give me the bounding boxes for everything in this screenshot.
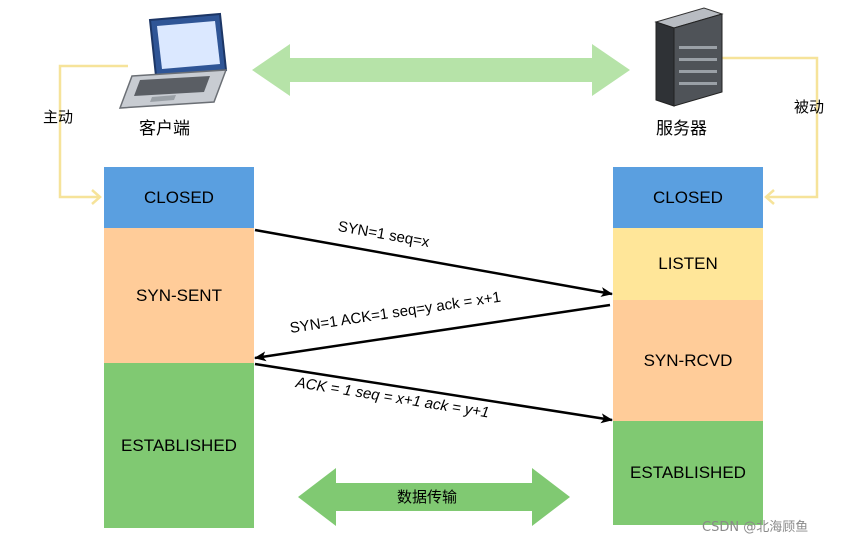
message-arrow-1 bbox=[254, 228, 613, 297]
client-initiation-label: 主动 bbox=[43, 108, 74, 126]
laptop-icon bbox=[118, 12, 228, 109]
watermark: CSDN @北海顾鱼 bbox=[702, 520, 809, 535]
client-label: 客户端 bbox=[139, 119, 190, 139]
server-initiation-label: 被动 bbox=[794, 98, 825, 116]
server-state-established: ESTABLISHED bbox=[613, 421, 763, 525]
server-state-closed: CLOSED bbox=[613, 167, 763, 228]
message-arrow-3 bbox=[254, 362, 613, 424]
data-transfer-label: 数据传输 bbox=[397, 488, 458, 506]
client-initiation-connector bbox=[58, 64, 128, 199]
client-state-syn-sent: SYN-SENT bbox=[104, 228, 254, 363]
server-label: 服务器 bbox=[656, 119, 707, 139]
client-connector-arrowhead bbox=[91, 189, 102, 205]
client-state-closed: CLOSED bbox=[104, 167, 254, 228]
server-state-syn-rcvd: SYN-RCVD bbox=[613, 300, 763, 421]
top-double-arrow bbox=[252, 44, 630, 96]
server-icon bbox=[654, 7, 724, 107]
data-transfer-arrow bbox=[298, 468, 570, 526]
server-state-listen: LISTEN bbox=[613, 228, 763, 300]
message-arrow-2 bbox=[254, 303, 611, 362]
server-initiation-connector bbox=[722, 56, 819, 199]
server-connector-arrowhead bbox=[764, 189, 775, 205]
client-state-established: ESTABLISHED bbox=[104, 363, 254, 528]
